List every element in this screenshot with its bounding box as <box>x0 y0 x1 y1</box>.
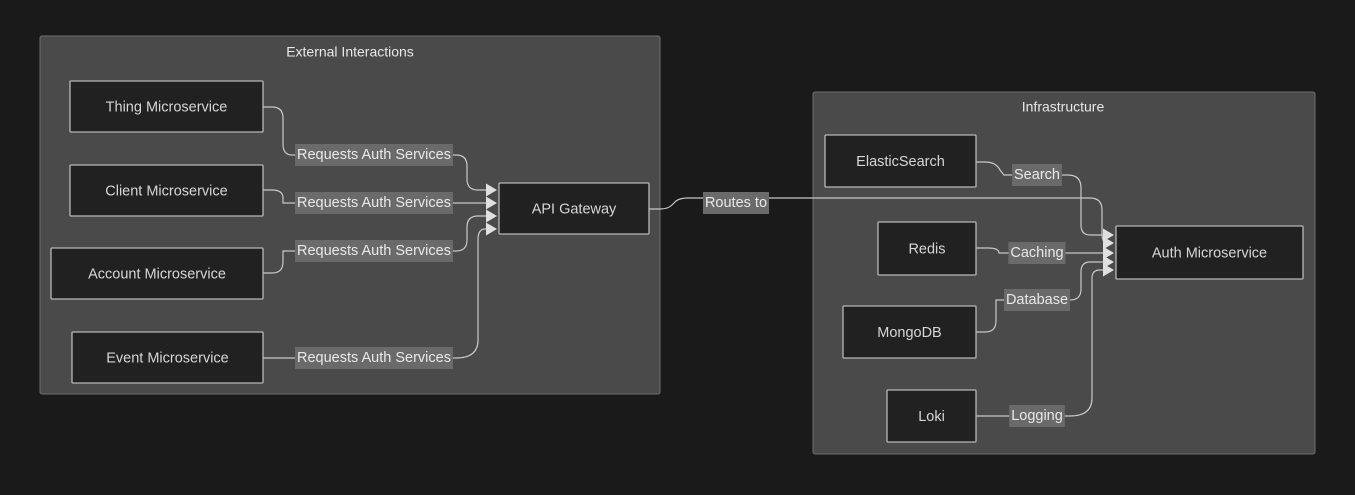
edge-label-bg <box>295 192 453 214</box>
node-label: API Gateway <box>532 201 617 217</box>
edge-label-bg <box>295 347 453 369</box>
edge-label-event-gateway: Requests Auth Services <box>295 347 453 369</box>
node-box[interactable] <box>842 305 977 359</box>
edge-label-text: Database <box>1006 292 1068 308</box>
arrowhead-icon <box>486 209 497 223</box>
node-box[interactable] <box>824 134 977 188</box>
edge-line <box>976 161 1112 236</box>
node-label: Event Microservice <box>106 350 228 366</box>
edge-elastic-auth <box>976 161 1114 242</box>
edge-label-text: Caching <box>1010 245 1063 261</box>
node-box[interactable] <box>69 164 264 217</box>
edge-label-redis-auth: Caching <box>1008 242 1066 264</box>
node-box[interactable] <box>69 80 264 133</box>
edge-label-mongodb-auth: Database <box>1003 289 1071 311</box>
arrowhead-icon <box>1103 228 1114 242</box>
edge-line <box>263 189 492 204</box>
node-label: Thing Microservice <box>106 99 228 115</box>
edge-account-gateway <box>263 209 497 274</box>
arrowhead-icon <box>1103 263 1114 277</box>
node-label: ElasticSearch <box>856 154 945 170</box>
edges-layer <box>263 106 1114 417</box>
arrowhead-icon <box>486 183 497 197</box>
edge-label-text: Logging <box>1011 408 1063 424</box>
edge-label-bg <box>1009 405 1065 427</box>
edge-label-text: Search <box>1014 167 1060 183</box>
node-label: MongoDB <box>877 325 941 341</box>
edge-label-text: Requests Auth Services <box>297 147 451 163</box>
node-elastic[interactable]: ElasticSearch <box>824 134 977 188</box>
edge-label-account-gateway: Requests Auth Services <box>295 240 453 262</box>
node-client[interactable]: Client Microservice <box>69 164 264 217</box>
edge-label-bg <box>1008 242 1066 264</box>
node-box[interactable] <box>1115 225 1304 280</box>
arrowhead-icon <box>1103 246 1114 260</box>
node-redis[interactable]: Redis <box>877 221 977 276</box>
node-box[interactable] <box>71 331 264 384</box>
node-box[interactable] <box>877 221 977 276</box>
edge-label-loki-auth: Logging <box>1009 405 1065 427</box>
arrowhead-icon <box>486 196 497 210</box>
edge-line <box>649 197 1112 244</box>
node-account[interactable]: Account Microservice <box>50 247 264 300</box>
edge-label-gateway-auth: Routes to <box>702 192 770 214</box>
edge-line <box>976 261 1112 333</box>
edge-label-client-gateway: Requests Auth Services <box>295 192 453 214</box>
node-label: Auth Microservice <box>1152 245 1267 261</box>
node-event[interactable]: Event Microservice <box>71 331 264 384</box>
edge-label-elastic-auth: Search <box>1012 164 1062 186</box>
cluster-title: Infrastructure <box>1022 99 1105 115</box>
edge-label-text: Requests Auth Services <box>297 243 451 259</box>
node-box[interactable] <box>498 182 650 235</box>
edge-label-text: Requests Auth Services <box>297 350 451 366</box>
arrowhead-icon <box>486 222 497 236</box>
edge-label-text: Requests Auth Services <box>297 195 451 211</box>
edge-event-gateway <box>263 222 497 359</box>
node-label: Redis <box>908 241 945 257</box>
node-box[interactable] <box>50 247 264 300</box>
node-auth[interactable]: Auth Microservice <box>1115 225 1304 280</box>
edge-line <box>263 215 492 274</box>
node-box[interactable] <box>886 389 977 443</box>
node-gateway[interactable]: API Gateway <box>498 182 650 235</box>
edge-line <box>976 269 1112 417</box>
node-mongodb[interactable]: MongoDB <box>842 305 977 359</box>
edge-client-gateway <box>263 189 497 210</box>
node-label: Account Microservice <box>88 266 226 282</box>
edge-label-text: Routes to <box>705 195 767 211</box>
node-thing[interactable]: Thing Microservice <box>69 80 264 133</box>
edge-label-bg <box>295 144 453 166</box>
cluster-title: External Interactions <box>286 44 414 60</box>
edge-label-bg <box>1003 289 1071 311</box>
edge-loki-auth <box>976 263 1114 417</box>
node-loki[interactable]: Loki <box>886 389 977 443</box>
edge-label-bg <box>702 192 770 214</box>
edge-label-bg <box>1012 164 1062 186</box>
edge-line <box>263 228 492 359</box>
edge-label-thing-gateway: Requests Auth Services <box>295 144 453 166</box>
node-label: Client Microservice <box>105 183 227 199</box>
node-label: Loki <box>918 409 945 425</box>
edge-label-bg <box>295 240 453 262</box>
